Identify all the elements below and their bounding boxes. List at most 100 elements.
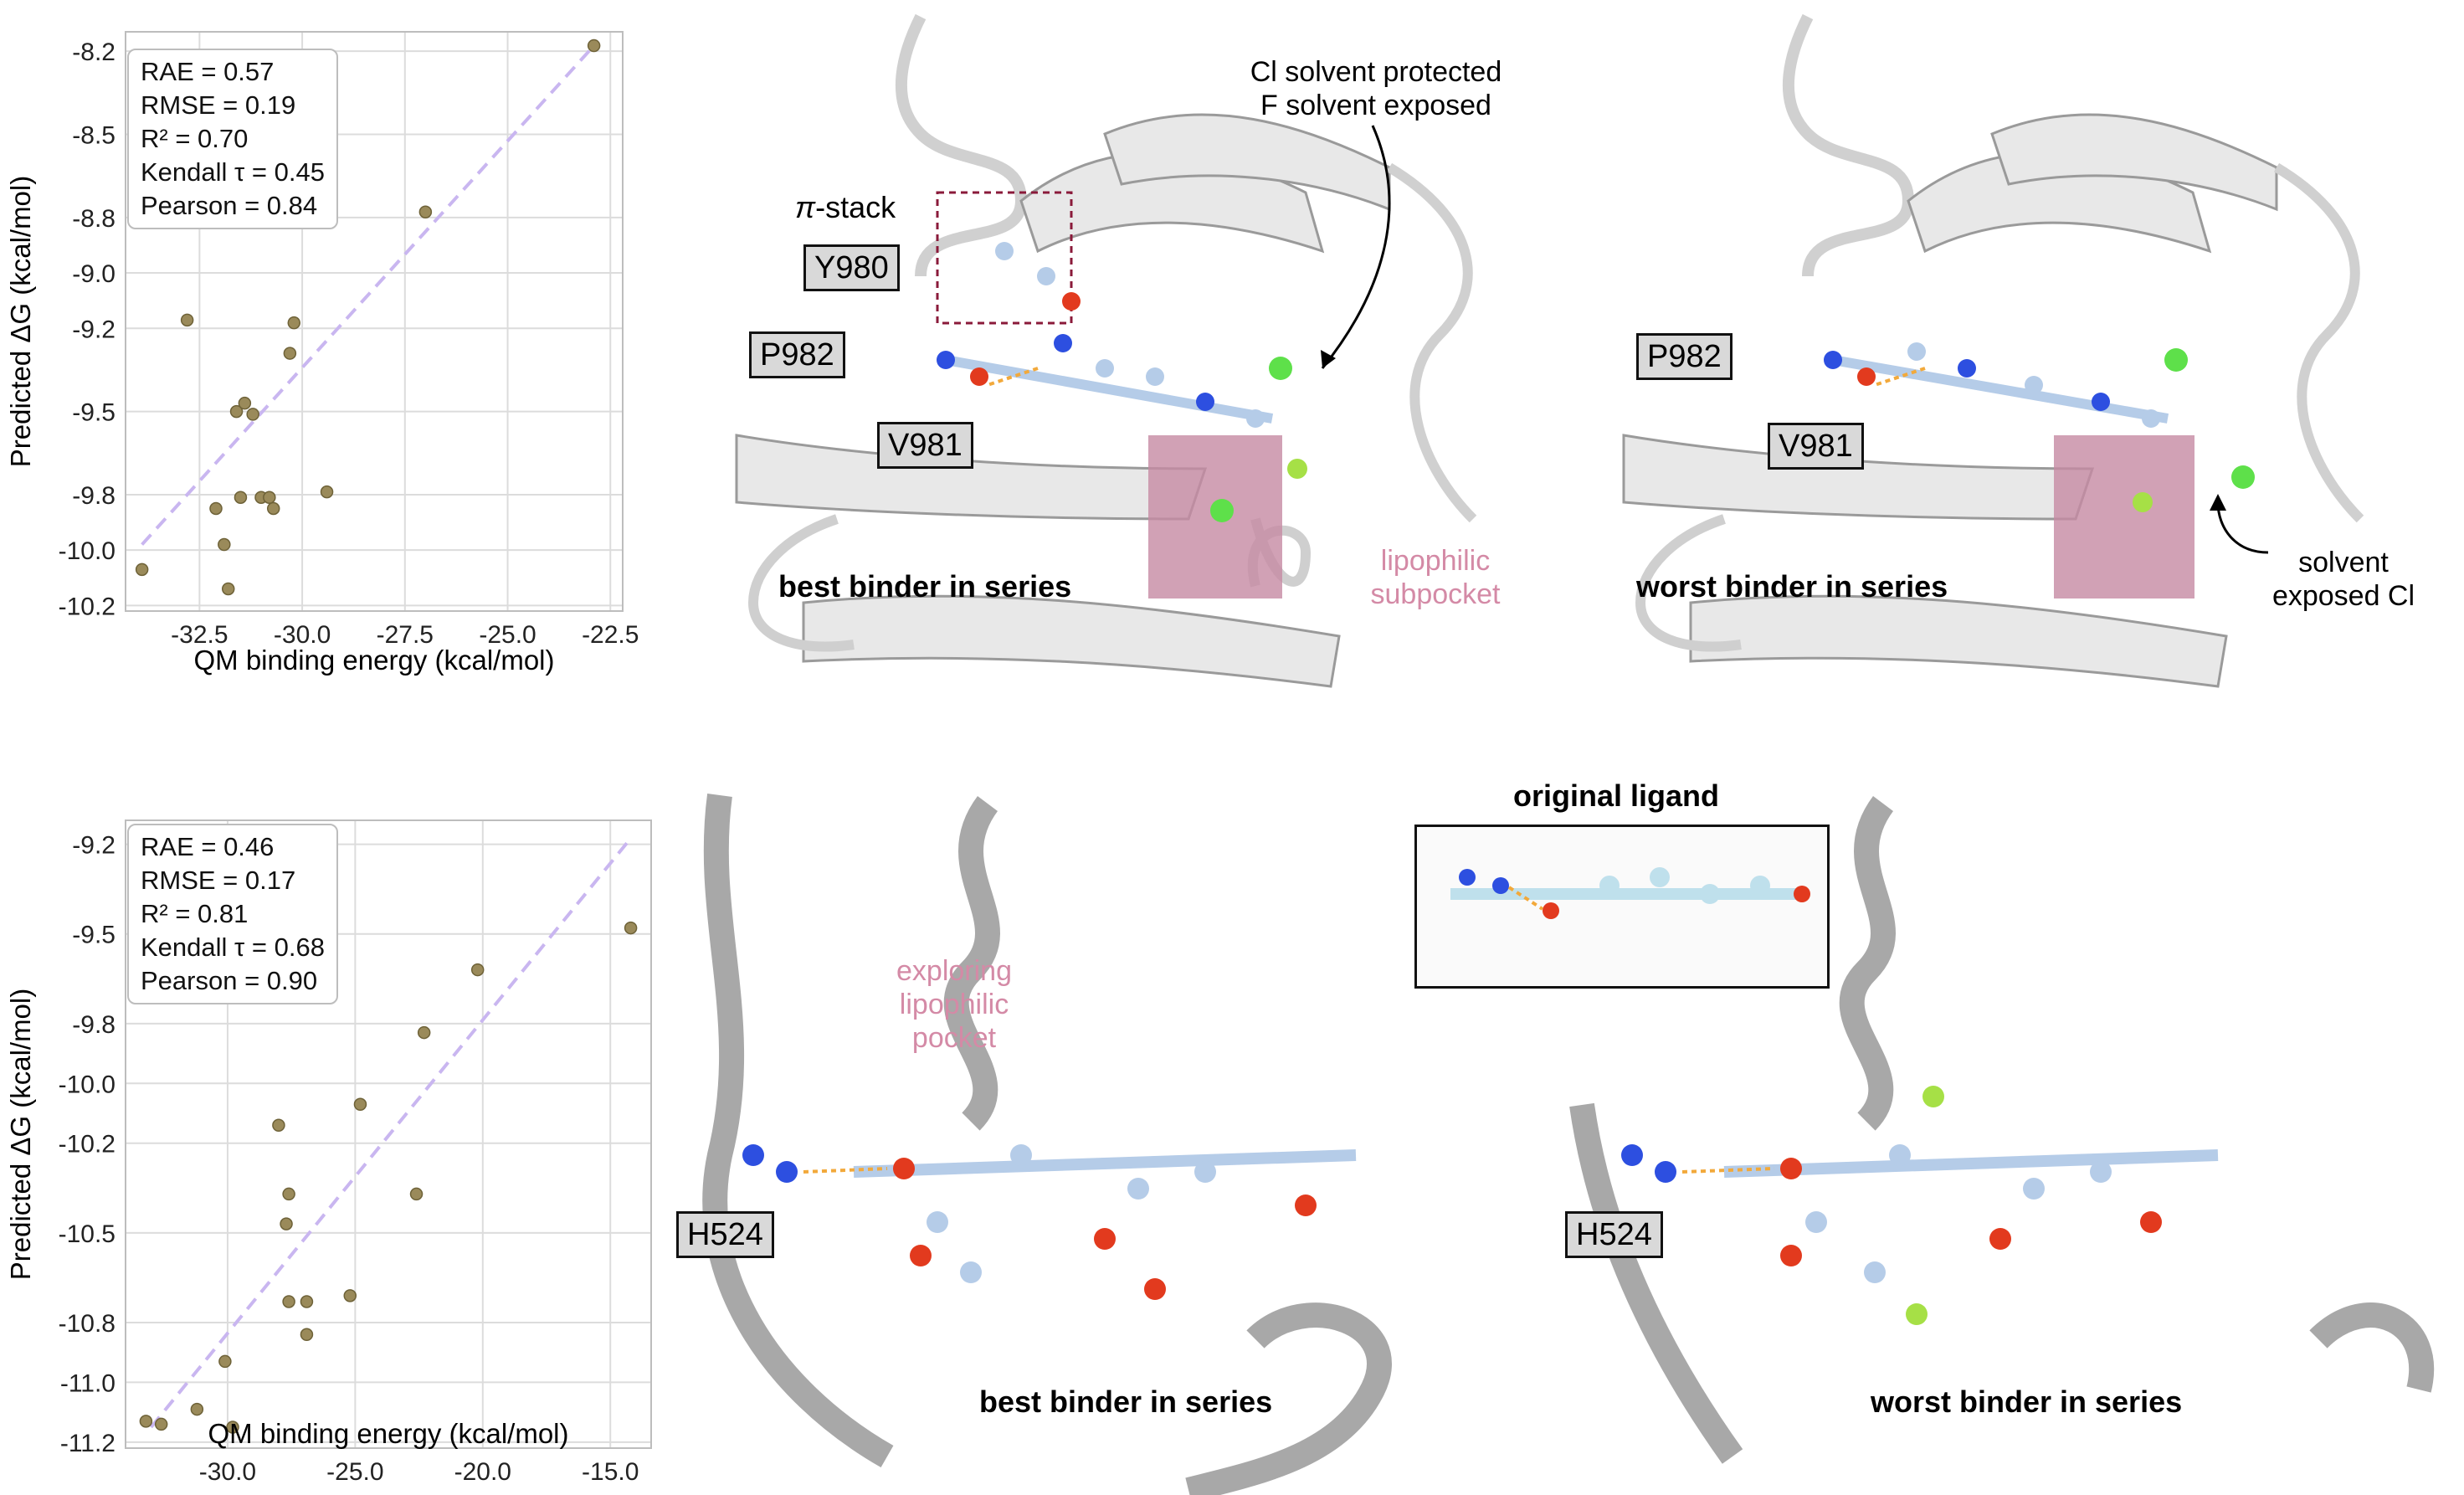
lipo-line1: lipophilic — [1380, 545, 1491, 577]
y-tick-label: -11.0 — [60, 1369, 116, 1397]
data-point — [587, 39, 601, 53]
worst-binder-caption-bottom: worst binder in series — [1871, 1385, 2183, 1419]
data-point — [409, 1187, 424, 1201]
data-point — [320, 485, 334, 499]
data-point — [221, 582, 235, 596]
x-tick-label: -27.5 — [377, 621, 434, 649]
residue-v981-right: V981 — [1768, 423, 1864, 470]
solvent-exposed-cl-label: solvent exposed Cl — [2251, 546, 2436, 613]
y-tick-label: -9.8 — [72, 482, 116, 510]
y-tick-label: -8.5 — [72, 122, 116, 150]
y-axis-label: Predicted ΔG (kcal/mol) — [5, 176, 36, 467]
residue-y980: Y980 — [803, 244, 900, 291]
explore-line1: exploring — [896, 955, 1012, 987]
y-tick-label: -11.2 — [60, 1430, 116, 1457]
protein-structure-top-best — [735, 13, 1477, 688]
data-point — [418, 205, 433, 218]
lipophilic-subpocket-label: lipophilic subpocket — [1339, 544, 1532, 611]
data-point — [283, 347, 297, 360]
residue-p982-left: P982 — [749, 331, 845, 378]
exploring-pocket-label: exploring lipophilic pocket — [862, 954, 1046, 1055]
y-tick-label: -10.2 — [59, 1131, 116, 1158]
scatter-plot-top: -10.2-10.0-9.8-9.5-9.2-9.0-8.8-8.5-8.2 -… — [5, 31, 639, 676]
protein-ribbon — [1569, 796, 2435, 1464]
data-point — [272, 1118, 285, 1133]
data-point — [218, 537, 231, 552]
x-tick-label: -15.0 — [582, 1458, 639, 1486]
original-ligand-inset — [1414, 825, 1830, 989]
y-tick-label: -10.0 — [59, 537, 116, 565]
residue-v981-left: V981 — [877, 422, 973, 469]
x-tick-label: -30.0 — [274, 621, 331, 649]
worst-binder-caption-top: worst binder in series — [1636, 569, 1948, 604]
pi-stack-box — [936, 191, 1073, 325]
data-point — [266, 501, 280, 516]
fit-line — [149, 837, 633, 1429]
ligand — [742, 1144, 1357, 1300]
data-point — [135, 563, 149, 577]
y-tick-label: -9.2 — [72, 316, 116, 343]
x-tick-label: -25.0 — [326, 1458, 383, 1486]
fit-line — [141, 44, 596, 546]
protein-ribbon — [702, 794, 1392, 1495]
stat-rmse: RMSE = 0.17 — [141, 866, 296, 895]
protein-structure-top-worst — [1622, 13, 2364, 688]
ligand — [1621, 1086, 2219, 1325]
data-point — [180, 313, 194, 327]
stat-pearson: Pearson = 0.84 — [141, 191, 318, 220]
data-point — [209, 501, 223, 516]
data-point — [154, 1417, 168, 1431]
best-binder-caption-top: best binder in series — [778, 569, 1072, 604]
original-ligand-structure — [1450, 867, 1810, 919]
protein-ribbon — [1622, 13, 2364, 688]
pi-stack-label: π-stack — [795, 191, 896, 224]
best-binder-caption-bottom: best binder in series — [979, 1385, 1273, 1419]
x-tick-label: -30.0 — [199, 1458, 256, 1486]
data-point — [280, 1217, 293, 1230]
y-tick-label: -9.2 — [72, 832, 116, 860]
data-point — [218, 1354, 232, 1369]
y-tick-label: -9.8 — [72, 1011, 116, 1039]
data-point — [353, 1097, 367, 1112]
y-tick-label: -9.0 — [72, 260, 116, 288]
y-tick-label: -10.8 — [59, 1310, 116, 1338]
stats-box-bottom: RAE = 0.46 RMSE = 0.17 R² = 0.81 Kendall… — [127, 824, 338, 1004]
stat-pearson: Pearson = 0.90 — [141, 966, 318, 995]
stats-box-top: RAE = 0.57 RMSE = 0.19 R² = 0.70 Kendall… — [127, 49, 338, 229]
data-point — [234, 491, 248, 504]
inset-title: original ligand — [1513, 778, 1720, 813]
stat-rmse: RMSE = 0.19 — [141, 90, 296, 120]
stat-r2: R² = 0.81 — [141, 899, 249, 928]
data-point — [139, 1415, 153, 1428]
explore-line3: pocket — [911, 1022, 997, 1054]
x-tick-label: -25.0 — [479, 621, 536, 649]
cl-solvent-note: Cl solvent protected F solvent exposed — [1209, 55, 1543, 122]
pi-stack-text: -stack — [815, 190, 896, 224]
data-point — [246, 408, 259, 421]
lipo-line2: subpocket — [1370, 578, 1501, 610]
y-tick-label: -9.5 — [72, 399, 116, 427]
data-point — [282, 1187, 295, 1201]
ligand — [937, 242, 1307, 522]
stat-r2: R² = 0.70 — [141, 124, 249, 153]
data-point — [300, 1328, 314, 1342]
residue-p982-right: P982 — [1636, 333, 1732, 380]
lipophilic-subpocket — [2054, 435, 2194, 599]
data-point — [624, 921, 638, 935]
data-point — [238, 396, 252, 410]
solvent-line2: exposed Cl — [2272, 580, 2415, 612]
data-point — [263, 491, 276, 504]
x-tick-label: -32.5 — [171, 621, 228, 649]
data-point — [190, 1402, 204, 1416]
cl-note-line1: Cl solvent protected — [1250, 56, 1502, 88]
data-point — [226, 1421, 239, 1434]
data-point — [287, 316, 301, 330]
protein-structure-bottom-best — [702, 794, 1392, 1495]
annotation-arrow — [1321, 125, 1391, 369]
data-point — [300, 1295, 314, 1308]
protein-ribbon — [735, 13, 1477, 688]
x-tick-label: -20.0 — [454, 1458, 511, 1486]
protein-structure-bottom-worst — [1569, 796, 2435, 1464]
y-tick-label: -10.2 — [59, 593, 116, 620]
